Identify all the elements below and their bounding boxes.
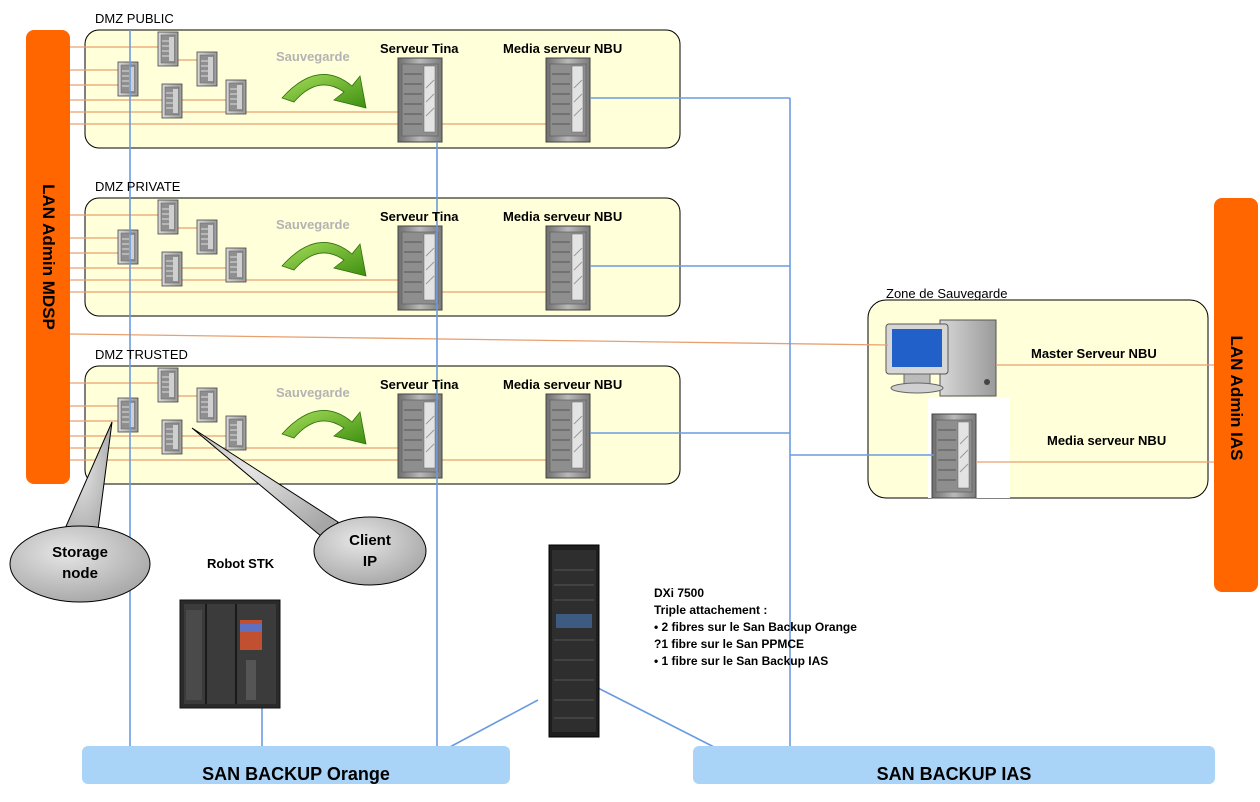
diagram-canvas: LAN Admin MDSP LAN Admin IAS DMZ PUBLIC … <box>9 0 1258 784</box>
robot-stk <box>179 599 281 709</box>
storage-node-text: Storage node <box>30 542 130 584</box>
lan-admin-mdsp-label: LAN Admin MDSP <box>39 184 58 330</box>
dxi-bullet-1: • 2 fibres sur le San Backup Orange <box>654 620 857 634</box>
san-backup-ias-label: SAN BACKUP IAS <box>876 764 1032 784</box>
dxi-subtitle: Triple attachement : <box>654 603 768 617</box>
tina-label-trusted: Serveur Tina <box>380 377 459 392</box>
storage-node-line1: Storage <box>52 544 108 561</box>
backup-zone-title: Zone de Sauvegarde <box>886 286 1008 301</box>
master-workstation <box>885 319 997 397</box>
client-ip-bubble <box>313 516 427 586</box>
sauvegarde-label-private: Sauvegarde <box>276 217 350 232</box>
zone-title-private: DMZ PRIVATE <box>95 179 181 194</box>
san-backup-ias: SAN BACKUP IAS <box>693 746 1215 784</box>
dxi-rack <box>548 544 600 738</box>
san-backup-orange-label: SAN BACKUP Orange <box>202 764 390 784</box>
sauvegarde-label-public: Sauvegarde <box>276 49 350 64</box>
diagram-graphics <box>9 0 1214 749</box>
client-ip-text: Client IP <box>330 530 410 572</box>
robot-stk-label: Robot STK <box>207 556 275 571</box>
backup-media-serveur-label: Media serveur NBU <box>1047 433 1167 448</box>
storage-node-bubble <box>9 525 151 603</box>
nbu-label-public: Media serveur NBU <box>503 41 623 56</box>
tina-label-private: Serveur Tina <box>380 209 459 224</box>
nbu-label-private: Media serveur NBU <box>503 209 623 224</box>
lan-admin-ias-label: LAN Admin IAS <box>1227 335 1246 461</box>
dxi-description: DXi 7500 Triple attachement : • 2 fibres… <box>654 585 857 670</box>
zone-title-trusted: DMZ TRUSTED <box>95 347 188 362</box>
dxi-bullet-2: ?1 fibre sur le San PPMCE <box>654 637 805 651</box>
lan-admin-mdsp-bar <box>26 30 70 484</box>
zone-title-public: DMZ PUBLIC <box>95 11 174 26</box>
tina-label-public: Serveur Tina <box>380 41 459 56</box>
dxi-bullet-3: • 1 fibre sur le San Backup IAS <box>654 654 829 668</box>
nbu-label-trusted: Media serveur NBU <box>503 377 623 392</box>
client-ip-line1: Client <box>349 532 391 549</box>
lan-admin-ias-bar <box>1214 198 1258 592</box>
master-serveur-label: Master Serveur NBU <box>1031 346 1157 361</box>
san-backup-orange: SAN BACKUP Orange <box>82 746 510 784</box>
client-ip-line2: IP <box>362 553 378 570</box>
sauvegarde-label-trusted: Sauvegarde <box>276 385 350 400</box>
storage-node-line2: node <box>62 565 98 582</box>
dxi-title: DXi 7500 <box>654 586 705 600</box>
san-links <box>129 30 934 749</box>
